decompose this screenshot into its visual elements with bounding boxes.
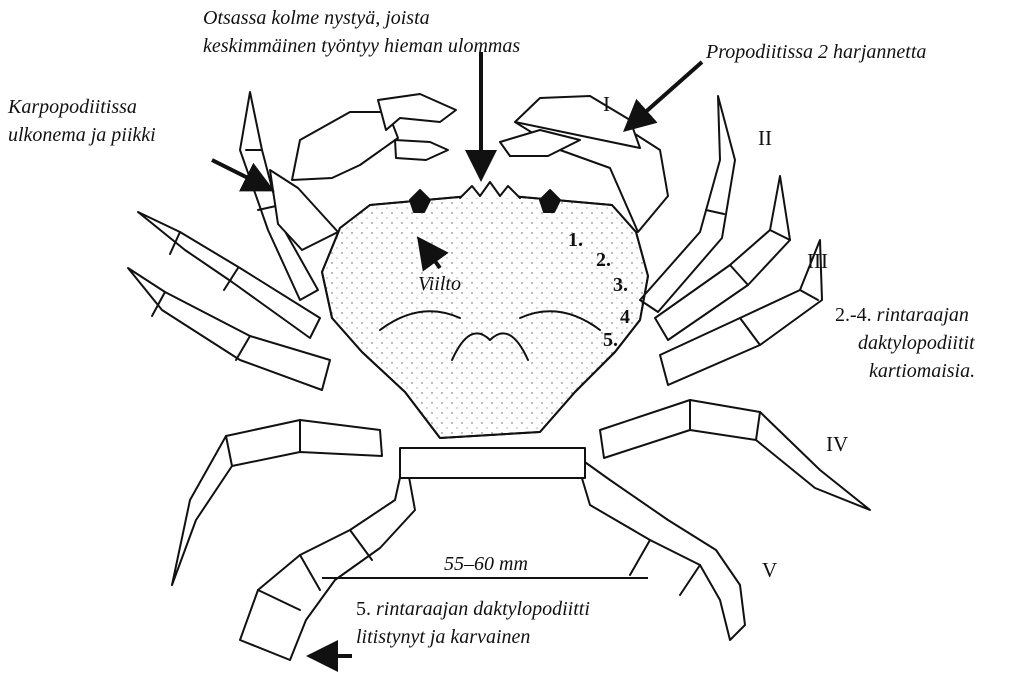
dactylopodite-5-label-1: 5. rintaraajan daktylopodiitti [356,597,590,621]
dactylopodite-2-4-line1: rintaraajan [877,304,969,326]
carpopodite-label-1: Karpopodiitissa [8,95,137,119]
dactylopodite-2-4-prefix: 2.-4. [835,304,877,326]
notch-label: Viilto [418,272,461,296]
tooth-number-2: 2. [596,248,611,272]
carpopodite-label-2: ulkonema ja piikki [8,123,156,147]
scale-label: 55–60 mm [444,552,528,576]
dactylopodite-2-4-label-2: daktylopodiitit [858,331,975,355]
leg-number-IV: IV [826,432,848,457]
carapace [322,196,648,438]
frontal-teeth-label-1: Otsassa kolme nystyä, joista [203,6,430,30]
right-swimming-leg [575,455,745,640]
dactylopodite-2-4-label-1: 2.-4. rintaraajan [835,303,969,327]
dactylopodite-5-line1: rintaraajan daktylopodiitti [376,598,590,620]
frontal-teeth-label-2: keskimmäinen työntyy hieman ulommas [203,34,520,58]
propodite-arrow [632,62,702,124]
leg-number-V: V [762,558,777,583]
leg-number-III: III [807,249,828,274]
tooth-number-1: 1. [568,228,583,252]
abdomen [400,448,585,478]
dactylopodite-2-4-label-3: kartiomaisia. [869,359,975,383]
dactylopodite-5-prefix: 5. [356,598,376,620]
tooth-number-3: 3. [613,273,628,297]
propodite-label: Propodiitissa 2 harjannetta [706,40,926,64]
leg-number-I: I [603,92,610,117]
leg-number-II: II [758,126,772,151]
frontal-teeth [460,182,520,198]
tooth-number-4: 4 [620,305,630,329]
dactylopodite-5-label-2: litistynyt ja karvainen [356,625,530,649]
tooth-number-5: 5. [603,328,618,352]
